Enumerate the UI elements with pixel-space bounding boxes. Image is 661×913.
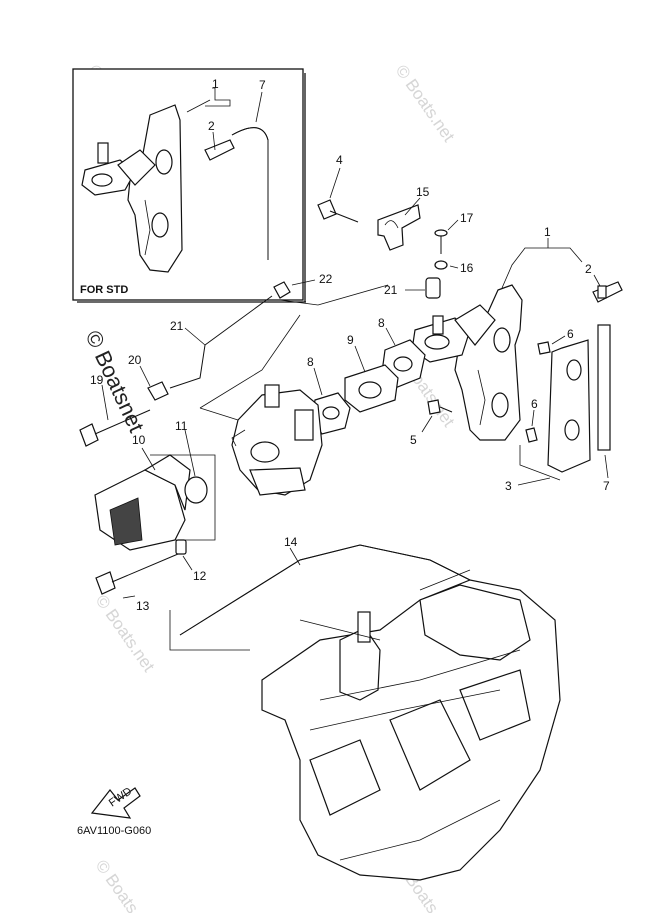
callout-10: 10 [132, 433, 146, 447]
callout-1: 1 [544, 225, 551, 239]
clip-22: 22 [273, 272, 333, 299]
callout-15: 15 [416, 185, 430, 199]
callout-19: 19 [90, 373, 104, 387]
o-ring-11: 11 [175, 419, 208, 504]
intake-manifold-inset [81, 104, 183, 273]
callout-7: 7 [603, 479, 610, 493]
callout-4: 4 [336, 153, 343, 167]
callout-12: 12 [193, 569, 207, 583]
gasket-8-left: 8 [307, 355, 351, 435]
bolt-19: 19 [79, 373, 151, 447]
watermark: © Boats.net [392, 61, 459, 145]
pin-6-upper: 6 [537, 327, 574, 355]
bolt-5: 5 [410, 399, 453, 447]
callout-9: 9 [347, 333, 354, 347]
callout-5: 5 [410, 433, 417, 447]
callout-2-inset: 2 [208, 119, 215, 133]
fitting-inset [204, 139, 235, 161]
inset-label: FOR STD [80, 284, 128, 296]
callout-13: 13 [136, 599, 150, 613]
pin-6-lower: 6 [525, 397, 538, 443]
callout-18: 16 [460, 261, 474, 275]
watermark: © Boats.net [92, 856, 159, 913]
callout-1-inset: 1 [212, 77, 219, 91]
callout-17: 17 [460, 211, 474, 225]
bolt-4: 4 [317, 153, 359, 223]
fitting-2: 2 [585, 262, 623, 303]
callout-11: 11 [175, 419, 188, 433]
callout-6-upper: 6 [567, 327, 574, 341]
callout-7-inset: 7 [259, 78, 266, 92]
callout-22: 22 [319, 272, 333, 286]
collar-12: 12 [175, 539, 207, 583]
callout-3: 3 [505, 479, 512, 493]
callout-21: 21 [170, 319, 184, 333]
callout-8-right: 8 [378, 316, 385, 330]
gasket-3: 3 [505, 339, 591, 493]
clamp-15: 15 [377, 185, 430, 251]
silencer-10: 10 [94, 433, 191, 551]
inset-for-std: FOR STD 1 2 7 [72, 68, 306, 303]
bolt-13: 13 [95, 553, 179, 613]
hose-7: 7 [597, 324, 611, 493]
callout-20: 20 [128, 353, 142, 367]
spacer-9: 9 [344, 333, 399, 413]
callout-2: 2 [585, 262, 592, 276]
collar-16: 21 [384, 277, 441, 299]
fwd-arrow-icon: FWD [90, 785, 141, 819]
callout-16: 21 [384, 283, 398, 297]
intake-manifold-1: 1 [411, 225, 583, 441]
powerhead-block [261, 569, 561, 881]
carburetor [231, 384, 323, 496]
drawing-code: 6AV1100-G060 [77, 825, 151, 837]
link-rod-21: 21 [169, 295, 319, 409]
hose-14: 14 [179, 535, 471, 636]
washer-18: 16 [434, 260, 474, 275]
callout-8-left: 8 [307, 355, 314, 369]
screw-17: 17 [434, 211, 474, 254]
callout-14: 14 [284, 535, 298, 549]
grommet-20: 20 [128, 353, 169, 401]
callout-6-lower: 6 [531, 397, 538, 411]
